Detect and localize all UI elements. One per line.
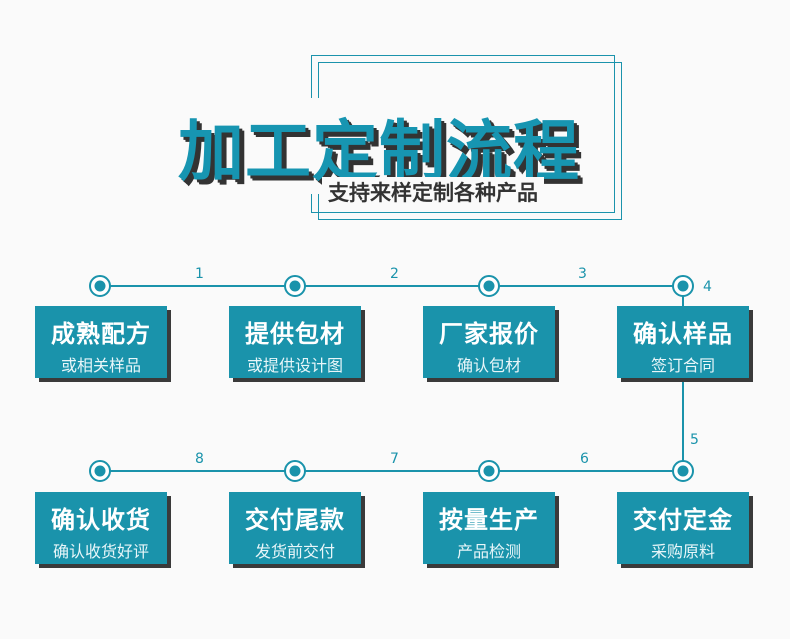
- node-5-icon: [672, 460, 694, 482]
- step-desc: 签订合同: [650, 356, 715, 375]
- step-number-6: 6: [580, 451, 589, 467]
- step-title: 确认收货: [51, 506, 151, 534]
- node-3-icon: [478, 275, 500, 297]
- step-card-2: 提供包材 或提供设计图: [229, 306, 361, 378]
- step-title: 成熟配方: [51, 320, 151, 348]
- step-number-3: 3: [578, 266, 587, 282]
- node-4-icon: [672, 275, 694, 297]
- step-number-7: 7: [390, 451, 399, 467]
- step-desc: 或相关样品: [60, 356, 141, 375]
- step-desc: 确认包材: [456, 356, 521, 375]
- step-desc: 确认收货好评: [52, 542, 149, 561]
- step-number-2: 2: [390, 266, 399, 282]
- node-2-icon: [284, 275, 306, 297]
- node-7-icon: [284, 460, 306, 482]
- step-card-1: 成熟配方 或相关样品: [35, 306, 167, 378]
- step-desc: 采购原料: [650, 542, 715, 561]
- step-card-3: 厂家报价 确认包材: [423, 306, 555, 378]
- node-1-icon: [89, 275, 111, 297]
- step-title: 交付定金: [633, 506, 733, 534]
- step-card-5: 交付定金 采购原料: [617, 492, 749, 564]
- step-title: 交付尾款: [245, 506, 345, 534]
- step-card-7: 交付尾款 发货前交付: [229, 492, 361, 564]
- step-card-6: 按量生产 产品检测: [423, 492, 555, 564]
- step-title: 按量生产: [439, 506, 539, 534]
- step-desc: 发货前交付: [254, 542, 335, 561]
- step-desc: 产品检测: [456, 542, 521, 561]
- step-number-5: 5: [690, 432, 699, 448]
- step-desc: 或提供设计图: [246, 356, 343, 375]
- step-title: 厂家报价: [439, 320, 539, 348]
- step-title: 提供包材: [245, 320, 345, 348]
- node-8-icon: [89, 460, 111, 482]
- node-6-icon: [478, 460, 500, 482]
- page-subtitle: 支持来样定制各种产品: [322, 177, 544, 207]
- step-title: 确认样品: [633, 320, 733, 348]
- step-card-8: 确认收货 确认收货好评: [35, 492, 167, 564]
- step-card-4: 确认样品 签订合同: [617, 306, 749, 378]
- step-number-1: 1: [195, 266, 204, 282]
- step-number-4: 4: [703, 279, 712, 295]
- step-nodes: [89, 275, 694, 482]
- step-number-8: 8: [195, 451, 204, 467]
